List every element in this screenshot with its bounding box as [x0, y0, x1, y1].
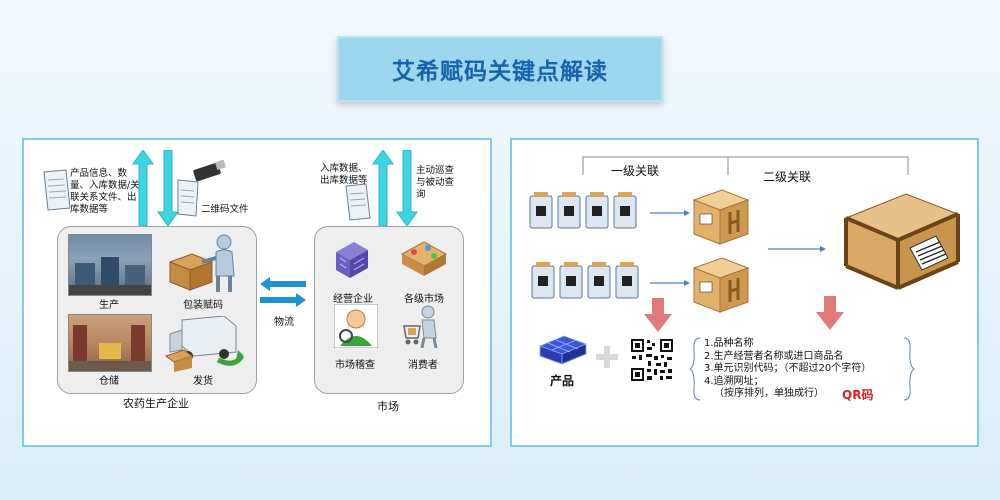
warehouse-photo [68, 314, 152, 372]
truck-icon [164, 316, 244, 372]
market-item-label: 各级市场 [404, 294, 444, 305]
carton-icon [692, 257, 750, 313]
business-building-icon [336, 242, 368, 278]
right-brace [903, 337, 915, 401]
qr-code-label: QR码 [842, 388, 874, 402]
product-bottles-icon [529, 192, 637, 229]
document-icon [177, 179, 199, 217]
product-label: 产品 [549, 374, 574, 388]
level1-label: 一级关联 [610, 164, 659, 178]
logistics-arrows-icon [260, 277, 306, 307]
download-arrow-icon [157, 150, 179, 226]
arrow-right-icon [650, 280, 690, 286]
product-bottles-icon [531, 262, 639, 299]
arrow-down-icon [816, 296, 844, 330]
enterprise-item-label: 生产 [99, 300, 119, 311]
title-banner: 艾希赋码关键点解读 [337, 36, 663, 102]
qr-content-line: 1.品种名称 [704, 338, 754, 349]
inspection-text: 主动巡查与被动查询 [416, 165, 455, 200]
market-item-label: 经营企业 [333, 294, 373, 305]
arrow-down-icon [644, 298, 672, 332]
plus-icon [596, 346, 618, 368]
packaging-icon [168, 234, 235, 292]
qr-content-list: 1.品种名称 2.生产经营者名称或进口商品名 3.单元识别代码；（不超过20个字… [704, 338, 904, 401]
upload-arrow-icon [132, 150, 154, 226]
carton-icon [692, 189, 750, 245]
download-arrow-icon [396, 150, 418, 226]
market-item-label: 市场稽查 [335, 360, 375, 371]
document-icon [43, 169, 71, 211]
inspector-icon [334, 304, 378, 348]
document-icon [345, 183, 371, 221]
qr-content-line: 2.生产经营者名称或进口商品名 [704, 350, 844, 362]
market-label: 市场 [377, 400, 399, 413]
market-stalls-icon [400, 241, 448, 276]
market-item-label: 消费者 [408, 360, 438, 371]
market-upload-text: 入库数据、出库数据等 [320, 163, 368, 186]
usb-label: 二维码文件 [201, 204, 249, 215]
arrow-right-icon [650, 210, 690, 216]
qr-content-line: 4.追溯网址； [704, 375, 764, 387]
enterprise-item-label: 包装赋码 [183, 300, 223, 311]
crate-icon [844, 193, 960, 290]
usb-drive-icon [193, 159, 226, 182]
production-photo [68, 234, 152, 296]
qr-content-line: 3.单元识别代码；（不超过20个字符） [704, 363, 872, 374]
page-title: 艾希赋码关键点解读 [392, 59, 608, 85]
association-bracket [582, 156, 909, 175]
left-brace [689, 337, 701, 401]
arrow-right-icon [768, 246, 826, 252]
qr-content-line: （按序排列，单独成行） [714, 388, 824, 399]
level2-label: 二级关联 [762, 170, 811, 184]
upload-arrow-icon [372, 150, 394, 226]
enterprise-label: 农药生产企业 [123, 397, 189, 410]
qr-code-icon [630, 338, 674, 382]
enterprise-item-label: 发货 [193, 376, 213, 387]
enterprise-item-label: 仓储 [99, 376, 119, 387]
upload-data-text: 产品信息、数量、入库数据/关联关系文件、出库数据等 [70, 168, 140, 215]
product-icon [538, 335, 588, 365]
logistics-label: 物流 [274, 317, 294, 328]
consumer-icon [403, 305, 438, 348]
